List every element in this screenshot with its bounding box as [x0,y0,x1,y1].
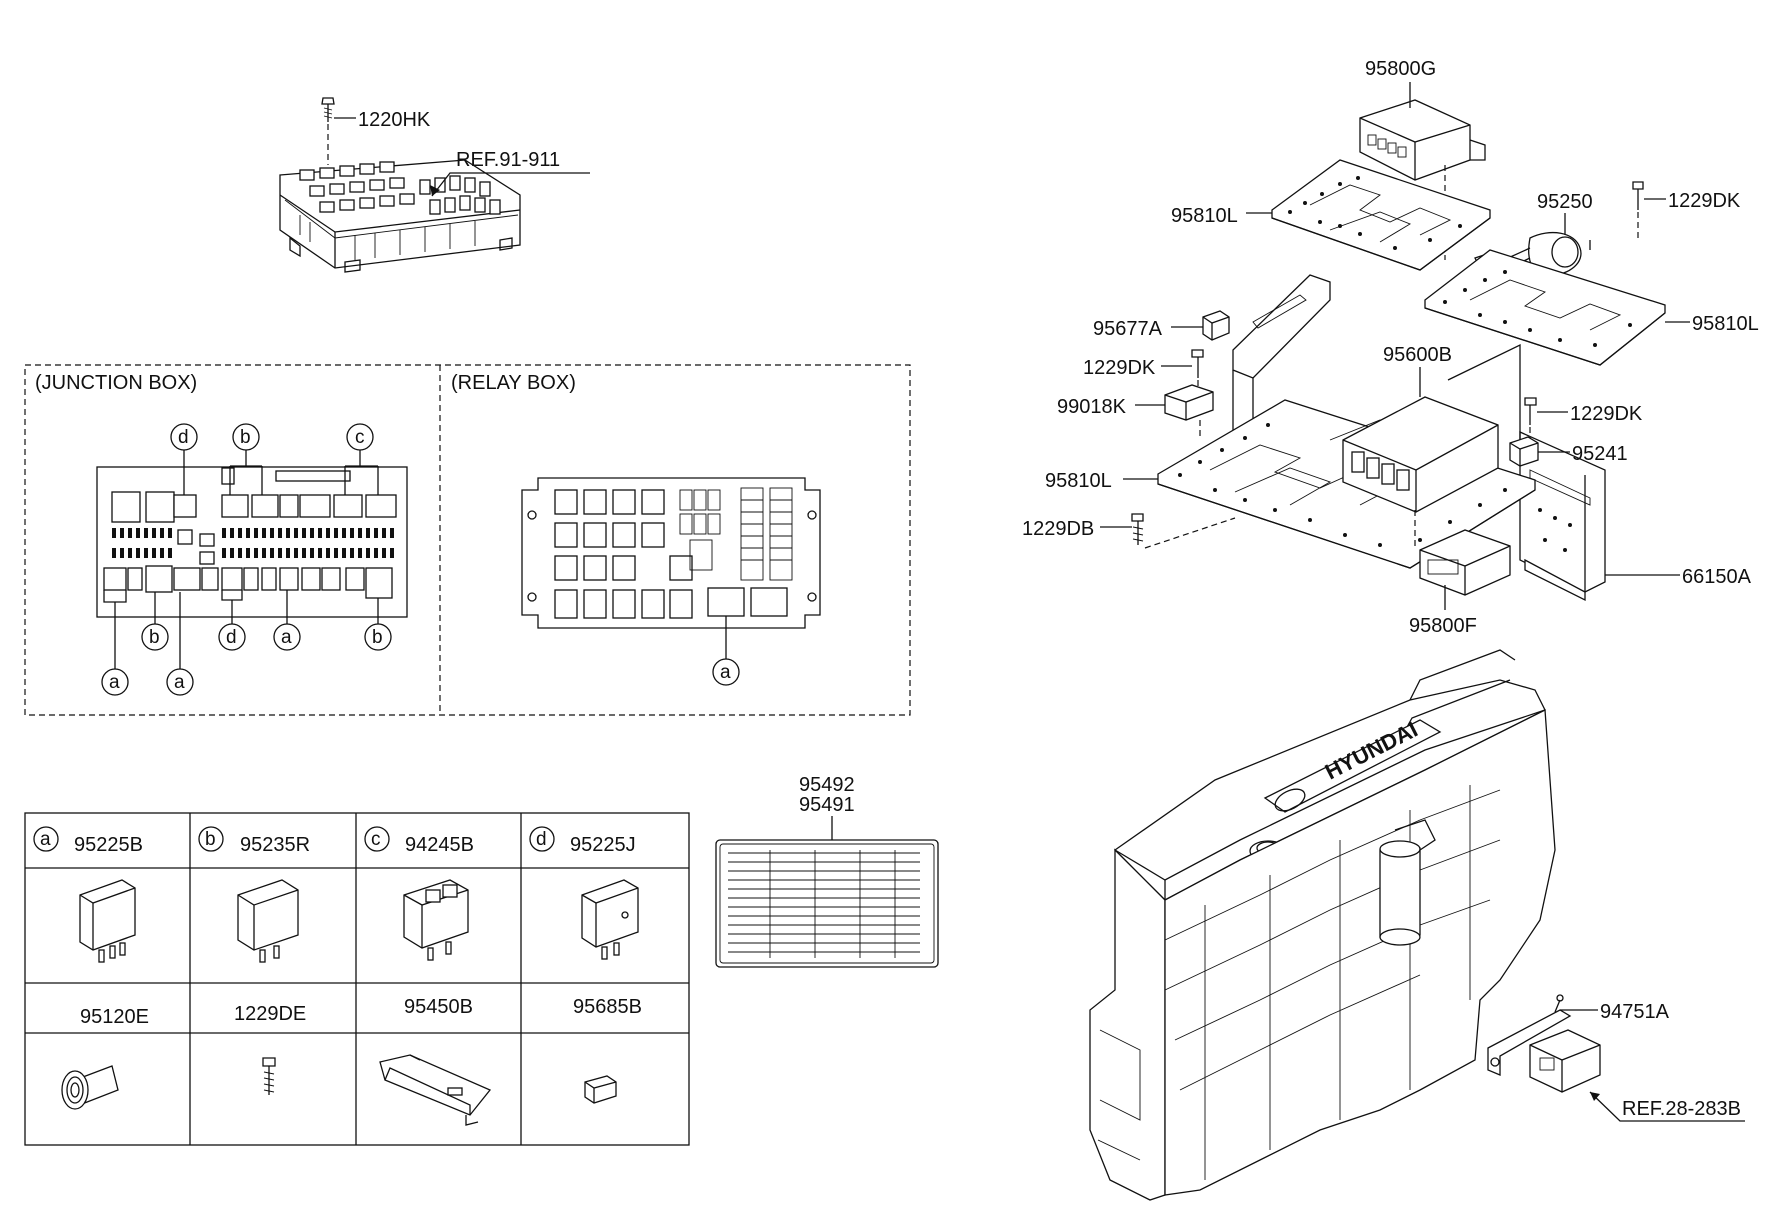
header-letter-b: b [205,829,216,850]
header-part-95225j: 95225J [570,834,636,856]
callout-b: b [240,427,251,448]
plate-95810l-upper-icon [1271,159,1491,271]
label-1229dk-left: 1229DK [1083,357,1156,379]
callout-a: a [281,627,292,648]
module-assembly: 95800G 95810L 95250 [1022,58,1759,637]
callout-a: a [174,672,185,693]
junction-box-heading: (JUNCTION BOX) [35,372,197,394]
callout-d: d [226,627,237,648]
relay-94245b-icon [403,879,469,961]
label-95810l-right: 95810L [1692,313,1759,335]
cigar-lighter-95120e-icon [61,1065,119,1110]
part-1229de: 1229DE [234,1003,306,1025]
callout-d: d [178,427,189,448]
callout-c: c [355,427,365,448]
junction-box-assembly: 1220HK REF.91-911 [279,97,590,273]
label-95810l-upper: 95810L [1171,205,1238,227]
screw-1220hk-icon [321,97,335,165]
label-95241: 95241 [1572,443,1628,465]
label-1229dk-upper: 1229DK [1668,190,1741,212]
screw-1229db-icon [1131,513,1236,549]
part-95120e: 95120E [80,1006,149,1028]
screw-1229dk-upper-icon [1632,181,1644,240]
header-letter-c: c [371,829,381,850]
label-ref-91-911: REF.91-911 [456,149,560,171]
junction-box-layout: d b c a b a d a b [96,423,408,696]
label-66150a: 66150A [1682,566,1752,588]
relay-box-heading: (RELAY BOX) [451,372,576,394]
sensor-module-icon [1529,1029,1601,1093]
relay-95241-icon [1509,436,1539,467]
block-95685b-icon [584,1075,617,1104]
junction-relay-panel: (JUNCTION BOX) (RELAY BOX) [24,364,911,716]
junction-callouts: d b c a b a d a b [101,423,392,696]
label-94751a: 94751A [1600,1001,1670,1023]
label-99018k: 99018K [1057,396,1127,418]
plate-95810l-right-icon [1424,249,1666,366]
screw-1229de-icon [262,1057,276,1095]
bracket-95450b-icon [379,1054,492,1126]
label-ref-28-283b: REF.28-283B [1622,1098,1741,1120]
relay-95235r-icon [237,879,299,963]
header-letter-d: d [536,829,547,850]
fuse-label-sticker: 95492 95491 [715,774,939,968]
header-part-95235r: 95235R [240,834,310,856]
fuse-socket-grid [299,161,501,215]
header-letter-a: a [40,829,51,850]
module-95800f-icon [1419,529,1511,596]
header-part-95225b: 95225B [74,834,143,856]
label-1220hk: 1220HK [358,109,431,131]
callout-b: b [149,627,160,648]
label-95491: 95491 [799,794,855,816]
relay-95225j-icon [581,879,639,960]
part-95685b: 95685B [573,996,642,1018]
callout-b: b [372,627,383,648]
module-99018k-icon [1164,384,1214,440]
oil-filter-icon [1379,819,1436,946]
callout-a: a [720,662,731,683]
header-part-94245b: 94245B [405,834,474,856]
relay-95225b-icon [79,879,136,963]
part-95450b: 95450B [404,996,473,1018]
bracket-66150a-icon [1232,274,1606,602]
parts-table: a b c d 95225B 95235R 94245B 95225J [24,812,690,1146]
label-95600b: 95600B [1383,344,1452,366]
label-95677a: 95677A [1093,318,1163,340]
label-95810l-lower: 95810L [1045,470,1112,492]
relay-box-layout: a [521,477,821,686]
label-95800g: 95800G [1365,58,1436,80]
label-1229db: 1229DB [1022,518,1094,540]
label-95250: 95250 [1537,191,1593,213]
module-95800g-icon [1359,99,1486,260]
module-95600b-icon [1342,396,1499,550]
engine-block: HYUNDAI 94 [1089,649,1745,1201]
label-95800f: 95800F [1409,615,1477,637]
label-95492: 95492 [799,774,855,796]
label-1229dk-right: 1229DK [1570,403,1643,425]
callout-a: a [109,672,120,693]
relay-95677a-icon [1202,310,1230,341]
